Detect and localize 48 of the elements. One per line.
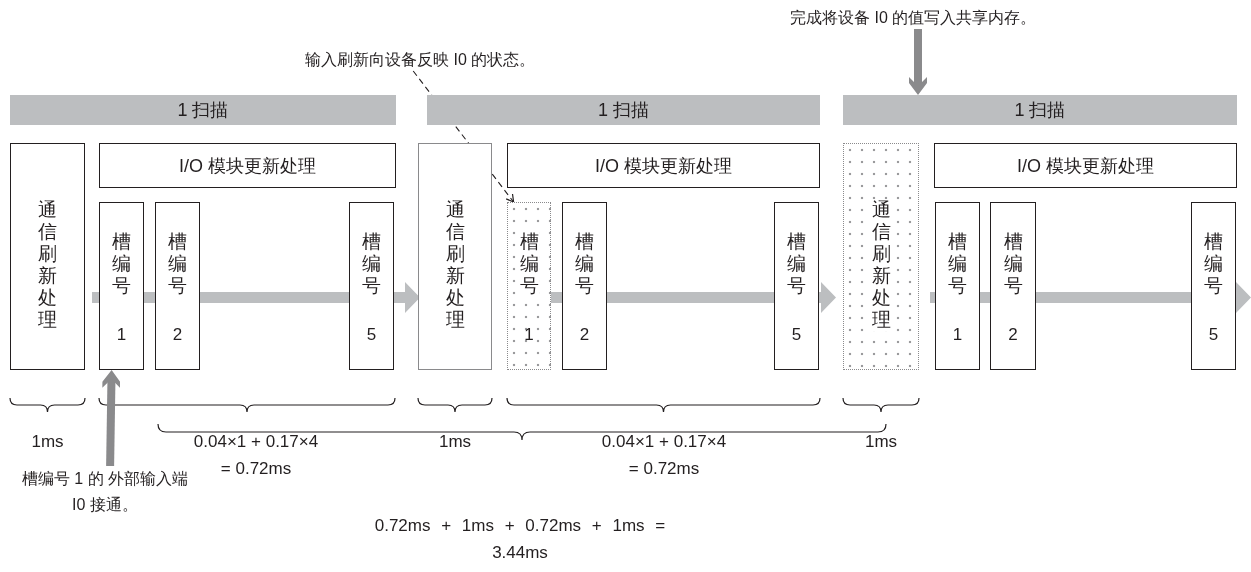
measure-label: 0.04×1 + 0.17×4 = 0.72ms — [600, 431, 728, 480]
slot-box — [774, 202, 819, 370]
slot-box — [1191, 202, 1236, 370]
vertical-label: 通信刷新处理 — [37, 199, 58, 331]
slot-box — [349, 202, 394, 370]
measure-label: 1ms — [437, 431, 473, 453]
slot-box — [507, 202, 551, 370]
slot-number: 2 — [1007, 325, 1019, 345]
note-text: 输入刷新向设备反映 I0 的状态。 — [305, 50, 536, 71]
vertical-label: 槽编号 — [1003, 231, 1023, 297]
scan-band: 1 扫描 — [10, 95, 396, 125]
slot-box — [155, 202, 200, 370]
process-box: I/O 模块更新处理 — [507, 143, 820, 188]
process-box — [843, 143, 919, 370]
slot-number: 5 — [1207, 325, 1220, 345]
vertical-label: 槽编号 — [167, 231, 188, 297]
scan-band: 1 扫描 — [427, 95, 820, 125]
process-box: I/O 模块更新处理 — [934, 143, 1237, 188]
slot-box — [935, 202, 980, 370]
slot-box — [99, 202, 144, 370]
slot-number: 5 — [365, 325, 378, 345]
note-text: 槽编号 1 的 外部输入端 I0 接通。 — [20, 466, 190, 518]
vertical-label: 槽编号 — [1203, 231, 1224, 297]
slot-box — [990, 202, 1036, 370]
note-text: 完成将设备 I0 的值写入共享内存。 — [790, 8, 1037, 29]
scan-band: 1 扫描 — [843, 95, 1237, 125]
vertical-label: 槽编号 — [574, 231, 595, 297]
slot-number: 5 — [790, 325, 803, 345]
process-box — [418, 143, 492, 370]
vertical-label: 槽编号 — [519, 231, 539, 297]
slot-number: 1 — [115, 325, 128, 345]
process-box — [10, 143, 85, 370]
slot-number: 1 — [523, 325, 535, 345]
vertical-label: 通信刷新处理 — [871, 199, 891, 331]
vertical-label: 槽编号 — [361, 231, 382, 297]
vertical-label: 通信刷新处理 — [445, 199, 465, 331]
slot-number: 2 — [171, 325, 184, 345]
measure-label: 1ms — [30, 431, 65, 453]
measure-label: 0.72ms + 1ms + 0.72ms + 1ms = 3.44ms — [373, 515, 667, 564]
process-box: I/O 模块更新处理 — [99, 143, 396, 188]
measure-label: 1ms — [863, 431, 899, 453]
vertical-label: 槽编号 — [111, 231, 132, 297]
measure-label: 0.04×1 + 0.17×4 = 0.72ms — [192, 431, 320, 480]
vertical-label: 槽编号 — [786, 231, 807, 297]
slot-box — [562, 202, 607, 370]
slot-number: 2 — [578, 325, 591, 345]
vertical-label: 槽编号 — [947, 231, 968, 297]
slot-number: 1 — [951, 325, 964, 345]
